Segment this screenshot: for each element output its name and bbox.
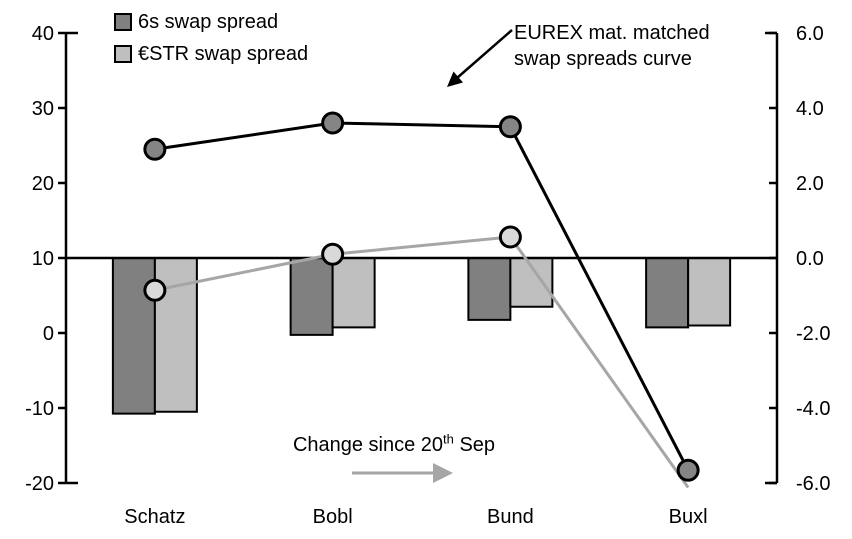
left-axis-tick-label: 40 <box>32 23 54 45</box>
change-arrow-head-icon <box>433 463 453 483</box>
bar-estr-swap-spread <box>687 257 732 327</box>
legend-swatch-6s <box>114 13 132 31</box>
x-axis-label: Schatz <box>124 506 185 528</box>
marker-6s <box>676 458 700 482</box>
left-axis-tick-label: -10 <box>25 398 54 420</box>
annotation-eurex: EUREX mat. matched swap spreads curve <box>514 20 710 72</box>
left-axis-tick-label: 10 <box>32 248 54 270</box>
left-axis-tick-label: 30 <box>32 98 54 120</box>
marker-6s <box>321 111 345 135</box>
legend-label-estr: €STR swap spread <box>138 42 309 65</box>
right-axis-tick-label: 0.0 <box>796 248 824 270</box>
bar-6s-swap-spread <box>645 257 690 329</box>
x-axis-label: Buxl <box>669 506 708 528</box>
marker-estr <box>321 242 345 266</box>
bar-6s-swap-spread <box>467 257 512 321</box>
annotation-change-sup: th <box>443 431 454 447</box>
right-axis-tick-label: -6.0 <box>796 473 830 495</box>
line-estr-curve <box>154 235 690 489</box>
eurex-arrow-head-icon <box>447 71 463 87</box>
right-axis-tick-label: 4.0 <box>796 98 824 120</box>
annotation-eurex-line2: swap spreads curve <box>514 48 692 70</box>
marker-6s <box>498 115 522 139</box>
right-axis-tick-label: -2.0 <box>796 323 830 345</box>
right-axis-tick-label: 6.0 <box>796 23 824 45</box>
annotation-eurex-line1: EUREX mat. matched <box>514 22 710 44</box>
legend-label-6s: 6s swap spread <box>138 10 279 33</box>
x-axis-label: Bund <box>487 506 534 528</box>
legend-swatch-estr <box>114 45 132 63</box>
legend-item-6s: 6s swap spread <box>114 6 308 38</box>
legend-item-estr: €STR swap spread <box>114 38 308 70</box>
right-axis-tick-label: -4.0 <box>796 398 830 420</box>
left-axis-tick-label: 20 <box>32 173 54 195</box>
marker-estr <box>143 278 167 302</box>
annotation-change-prefix: Change since 20 <box>292 434 444 456</box>
x-axis-label: Bobl <box>313 506 353 528</box>
marker-estr <box>498 225 522 249</box>
marker-6s <box>143 137 167 161</box>
legend: 6s swap spread €STR swap spread <box>114 6 308 70</box>
annotation-change-suffix: Sep <box>453 434 496 456</box>
left-axis-tick-label: 0 <box>43 323 54 345</box>
annotation-change: Change since 20th Sep <box>258 431 530 457</box>
eurex-arrow-shaft <box>456 29 513 79</box>
bar-estr-swap-spread <box>331 257 376 329</box>
right-axis-tick-label: 2.0 <box>796 173 824 195</box>
left-axis-tick-label: -20 <box>25 473 54 495</box>
bar-6s-swap-spread <box>289 257 334 336</box>
line-6s-curve <box>154 121 690 471</box>
